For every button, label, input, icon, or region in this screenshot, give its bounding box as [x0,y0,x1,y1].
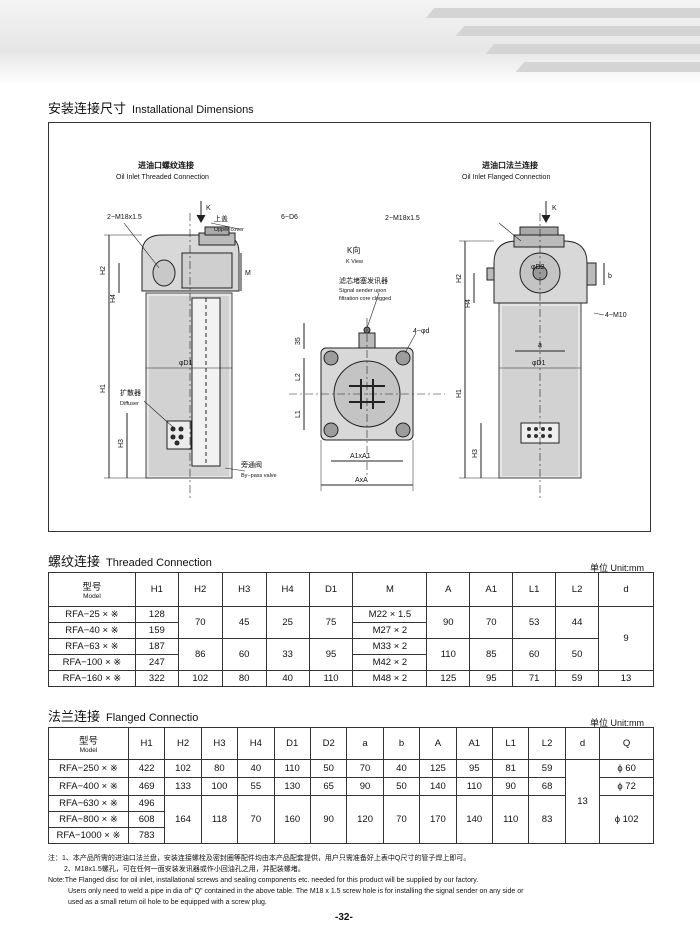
svg-text:2−M18x1.5: 2−M18x1.5 [107,214,142,221]
svg-text:4−M10: 4−M10 [605,312,627,319]
svg-text:L1: L1 [295,410,302,418]
svg-text:filtration core clogged: filtration core clogged [339,296,391,302]
k-view-drawing [289,292,445,491]
svg-text:L2: L2 [295,373,302,381]
svg-text:Upper cover: Upper cover [214,227,244,233]
svg-text:M: M [245,270,251,277]
page-number: -32- [335,912,353,923]
svg-text:4−φd: 4−φd [413,328,430,335]
threaded-filter-labels: 进油口螺纹连接 Oil Inlet Threaded Connection 2−… [100,160,277,479]
svg-text:φD2: φD2 [531,264,545,271]
svg-text:H1: H1 [100,384,107,393]
svg-text:进油口螺纹连接: 进油口螺纹连接 [138,160,194,170]
svg-text:H4: H4 [465,299,472,308]
svg-text:H1: H1 [456,389,463,398]
svg-text:Oil Inlet Threaded Connection: Oil Inlet Threaded Connection [116,174,209,181]
svg-text:φD1: φD1 [532,360,546,367]
technical-drawing: 进油口螺纹连接 Oil Inlet Threaded Connection 2−… [48,122,651,532]
svg-text:H4: H4 [110,294,117,303]
threaded-filter-drawing [104,201,246,501]
svg-text:H3: H3 [118,439,125,448]
svg-text:旁通阀: 旁通阀 [241,460,262,469]
svg-text:K: K [552,205,557,212]
svg-text:Diffuser: Diffuser [120,401,139,407]
svg-text:H2: H2 [100,266,107,275]
notes: 注：1、本产品所需的进油口法兰盘，安装连接螺栓及密封圈等配件均由本产品配套提供，… [48,855,524,906]
svg-text:AxA: AxA [355,477,368,484]
svg-text:6−D6: 6−D6 [281,214,298,221]
svg-text:By−pass valve: By−pass valve [241,473,277,479]
threaded-unit: 单位 Unit:mm [590,563,645,573]
svg-text:进油口法兰连接: 进油口法兰连接 [482,160,538,170]
svg-text:扩散器: 扩散器 [120,388,141,397]
svg-text:A1xA1: A1xA1 [350,453,371,460]
table-row: RFA−1000 × ※783 [48,827,654,844]
table-row: RFA−800 × ※608 [48,811,654,828]
svg-text:2−M18x1.5: 2−M18x1.5 [385,215,420,222]
header-graphic [0,0,700,85]
flanged-filter-drawing [459,201,605,501]
flanged-filter-labels: 进油口法兰连接 Oil Inlet Flanged Connection 2−M… [385,160,627,458]
svg-text:35: 35 [295,337,302,345]
k-view-labels: 6−D6 K向 K View 滤芯堵塞发讯器 Signal sender upo… [281,214,430,484]
svg-text:Signal sender upon: Signal sender upon [339,288,386,294]
svg-text:φD1: φD1 [179,360,193,367]
svg-text:K向: K向 [347,245,360,255]
svg-text:上盖: 上盖 [214,214,228,223]
svg-text:a: a [538,342,542,349]
svg-text:H3: H3 [472,449,479,458]
svg-text:Oil Inlet Flanged Connection: Oil Inlet Flanged Connection [462,174,550,181]
svg-text:K View: K View [346,259,363,265]
svg-text:b: b [608,273,612,280]
svg-text:K: K [206,205,211,212]
flanged-unit: 单位 Unit:mm [590,718,645,728]
svg-text:滤芯堵塞发讯器: 滤芯堵塞发讯器 [339,276,388,285]
svg-text:H2: H2 [456,274,463,283]
